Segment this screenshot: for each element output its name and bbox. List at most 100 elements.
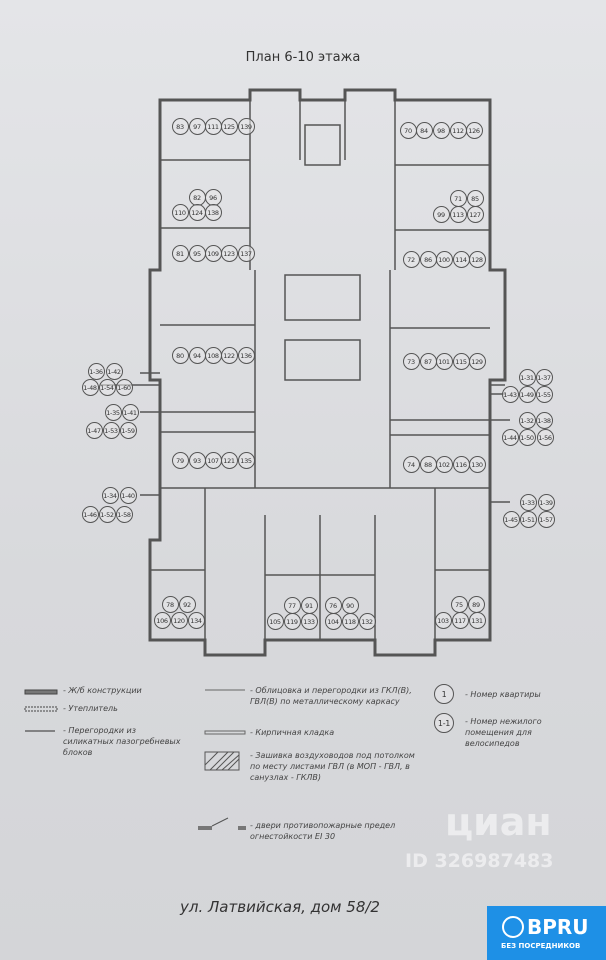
apartment-number: 81 <box>171 244 189 262</box>
apartment-number: 138 <box>204 203 222 221</box>
apartment-number: 133 <box>300 612 318 630</box>
legend-door-symbol <box>198 826 212 830</box>
bike-room-number: 1-36 <box>87 362 105 380</box>
bike-room-number: 1-54 <box>98 378 116 396</box>
legend-bike-desc: - Номер нежилого помещения для велосипед… <box>465 717 542 748</box>
apartment-number: 102 <box>435 455 453 473</box>
legend-brick-symbol <box>204 730 246 735</box>
bike-room-number: 1-34 <box>101 486 119 504</box>
apartment-number: 134 <box>187 611 205 629</box>
address: ул. Латвийская, дом 58/2 <box>180 898 380 916</box>
apartment-number: 127 <box>466 205 484 223</box>
apartment-number: 83 <box>171 117 189 135</box>
bike-room-number: 1-32 <box>518 411 536 429</box>
bike-room-number: 1-45 <box>502 510 520 528</box>
apartment-number: 137 <box>237 244 255 262</box>
apartment-number: 70 <box>399 121 417 139</box>
apartment-number: 129 <box>468 352 486 370</box>
bike-room-number: 1-37 <box>535 368 553 386</box>
bike-room-number: 1-49 <box>518 385 536 403</box>
apartment-number: 117 <box>451 611 469 629</box>
legend-rc: - Ж/б конструкции <box>63 686 142 695</box>
apartment-number: 121 <box>220 451 238 469</box>
bike-room-number: 1-55 <box>535 385 553 403</box>
bike-room-number: 1-52 <box>98 505 116 523</box>
bike-room-number: 1-47 <box>85 421 103 439</box>
legend-gkl: - Облицовка и перегородки из ГКЛ(В), ГВЛ… <box>250 686 412 706</box>
legend-apt-circle: 1 <box>434 684 454 704</box>
apartment-number: 74 <box>402 455 420 473</box>
apartment-number: 126 <box>465 121 483 139</box>
legend-rc-symbol <box>24 689 58 695</box>
bike-room-number: 1-42 <box>105 362 123 380</box>
people-icon <box>502 916 524 938</box>
bike-room-number: 1-59 <box>119 421 137 439</box>
bike-room-number: 1-31 <box>518 368 536 386</box>
bpru-badge[interactable]: BPRU БЕЗ ПОСРЕДНИКОВ <box>487 906 606 960</box>
apartment-number: 104 <box>324 612 342 630</box>
apartment-number: 132 <box>358 612 376 630</box>
badge-tagline: БЕЗ ПОСРЕДНИКОВ <box>501 942 581 950</box>
plan-title: План 6-10 этажа <box>245 50 361 65</box>
apartment-number: 79 <box>171 451 189 469</box>
apartment-number: 91 <box>300 596 318 614</box>
bike-room-number: 1-35 <box>104 403 122 421</box>
bike-room-number: 1-44 <box>501 428 519 446</box>
apartment-number: 131 <box>468 611 486 629</box>
apartment-number: 78 <box>161 595 179 613</box>
legend-apt-desc: - Номер квартиры <box>465 690 541 699</box>
legend-partitions: - Перегородки из силикатных пазогребневы… <box>63 726 181 757</box>
legend-ducts: - Зашивка воздуховодов под потолком по м… <box>250 751 415 782</box>
apartment-number: 84 <box>415 121 433 139</box>
apartment-number: 136 <box>237 346 255 364</box>
apartment-number: 73 <box>402 352 420 370</box>
bike-room-number: 1-57 <box>537 510 555 528</box>
apartment-number: 100 <box>435 250 453 268</box>
bike-room-number: 1-40 <box>119 486 137 504</box>
bike-room-number: 1-39 <box>537 493 555 511</box>
apartment-number: 99 <box>432 205 450 223</box>
legend-doors: - двери противопожарные предел огнестойк… <box>250 821 396 841</box>
legend-duct-symbol <box>204 751 240 771</box>
bike-room-number: 1-38 <box>535 411 553 429</box>
bike-room-number: 1-51 <box>519 510 537 528</box>
bike-room-number: 1-46 <box>81 505 99 523</box>
apartment-number: 105 <box>266 612 284 630</box>
apartment-number: 125 <box>220 117 238 135</box>
apartment-number: 122 <box>220 346 238 364</box>
apartment-number: 123 <box>220 244 238 262</box>
bike-room-number: 1-56 <box>536 428 554 446</box>
watermark-id: ID 326987483 <box>405 850 554 872</box>
bike-room-number: 1-58 <box>115 505 133 523</box>
apartment-number: 98 <box>432 121 450 139</box>
bike-room-number: 1-43 <box>501 385 519 403</box>
apartment-number: 110 <box>171 203 189 221</box>
legend-insulation: - Утеплитель <box>63 704 118 713</box>
apartment-number: 113 <box>449 205 467 223</box>
legend-bike-circle: 1-1 <box>434 713 454 733</box>
bike-room-number: 1-60 <box>115 378 133 396</box>
apartment-number: 112 <box>449 121 467 139</box>
bike-room-number: 1-41 <box>121 403 139 421</box>
legend-brick: - Кирпичная кладка <box>250 728 335 737</box>
apartment-number: 130 <box>468 455 486 473</box>
apartment-number: 119 <box>283 612 301 630</box>
apartment-number: 72 <box>402 250 420 268</box>
apartment-number: 139 <box>237 117 255 135</box>
apartment-number: 80 <box>171 346 189 364</box>
apartment-number: 120 <box>170 611 188 629</box>
watermark-brand: циан <box>445 800 552 844</box>
apartment-number: 92 <box>178 595 196 613</box>
apartment-number: 118 <box>341 612 359 630</box>
legend-insulation-symbol <box>24 706 58 712</box>
apartment-number: 128 <box>468 250 486 268</box>
apartment-number: 106 <box>153 611 171 629</box>
bike-room-number: 1-53 <box>102 421 120 439</box>
apartment-number: 135 <box>237 451 255 469</box>
apartment-number: 101 <box>435 352 453 370</box>
apartment-number: 103 <box>434 611 452 629</box>
bike-room-number: 1-33 <box>519 493 537 511</box>
bike-room-number: 1-50 <box>518 428 536 446</box>
